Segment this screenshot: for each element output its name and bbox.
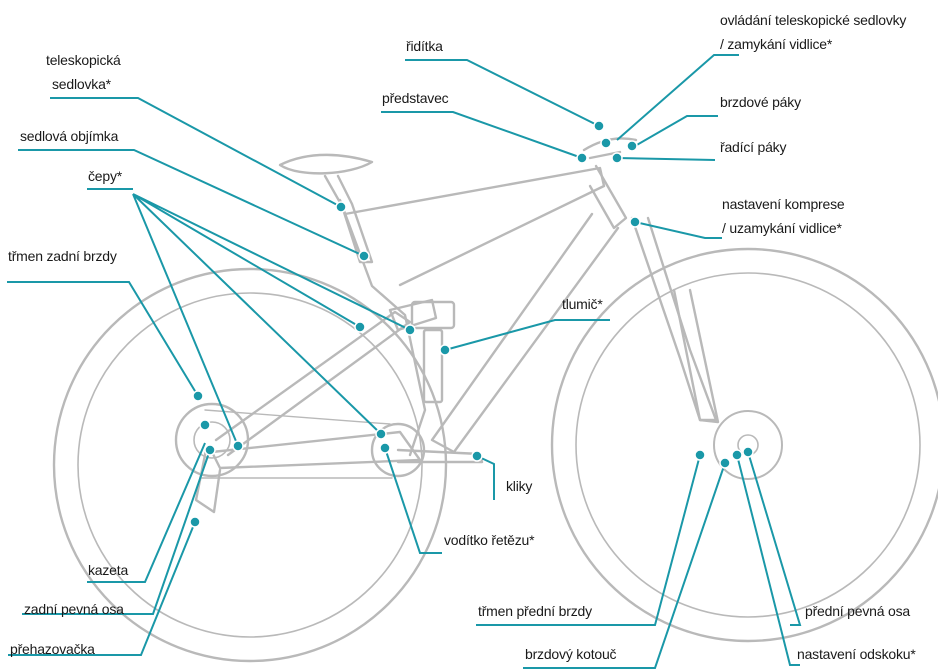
dot-handlebar [593, 120, 605, 132]
label-dropper-line1: ovládání teleskopické sedlovky [720, 12, 907, 28]
cassette-drawing [174, 402, 250, 478]
dot-rear-caliper [192, 390, 204, 402]
leader-rear-caliper [7, 281, 199, 397]
dot-rear-axle [204, 444, 216, 456]
rear-tire [52, 267, 448, 663]
front-tire [550, 247, 938, 643]
label-front-caliper: třmen přední brzdy [478, 603, 592, 619]
fork-lower [672, 288, 720, 424]
leader-cranks [476, 455, 495, 500]
leader-stem [381, 111, 583, 159]
label-seatpost-line1: teleskopická [46, 52, 121, 68]
label-cassette: kazeta [88, 562, 129, 578]
down-tube [430, 212, 620, 454]
label-compression-line2: / uzamykání vidlice* [722, 220, 842, 236]
dot-chain-guide [379, 442, 391, 454]
label-seatpost-line2: sedlovka* [52, 76, 111, 92]
leader-seatpost [50, 97, 342, 208]
front-rotor [713, 410, 783, 480]
shock-body [410, 300, 456, 330]
bike-drawing [52, 137, 938, 663]
leader-rear-axle [22, 449, 211, 615]
leader-dropper [616, 54, 739, 141]
top-tube [343, 166, 606, 287]
dot-compression [629, 216, 641, 228]
label-shock: tlumič* [562, 296, 603, 312]
chainring [370, 422, 426, 478]
label-rebound: nastavení odskoku* [797, 646, 916, 662]
leader-shifters [616, 157, 716, 161]
dot-seat-clamp [358, 250, 370, 262]
label-shifters: řadící páky [720, 139, 787, 155]
chainstay [210, 430, 422, 470]
label-chain-guide: vodítko řetězu* [444, 532, 535, 548]
label-dropper-line2: / zamykání vidlice* [720, 36, 833, 52]
leader-brake-levers [634, 115, 718, 147]
chain [199, 409, 393, 479]
dot-cranks [471, 450, 483, 462]
label-pivots: čepy* [88, 168, 123, 184]
leader-derailleur [8, 521, 196, 656]
leader-chain-guide [384, 447, 442, 554]
dot-front-axle [742, 446, 754, 458]
leader-shock [444, 319, 610, 351]
leader-compression [634, 221, 722, 239]
saddle [278, 153, 374, 175]
dot-dropper [600, 137, 612, 149]
leader-pivots [87, 188, 411, 447]
leader-lines [7, 54, 802, 669]
front-rim [575, 272, 921, 618]
dot-shock [439, 344, 451, 356]
label-front-axle: přední pevná osa [805, 603, 910, 619]
rear-rim [77, 292, 423, 638]
dot-front-caliper [694, 449, 706, 461]
seatpost [323, 174, 374, 264]
label-rear-caliper: třmen zadní brzdy [8, 248, 117, 264]
label-cranks: kliky [506, 478, 533, 494]
leader-dots [189, 120, 754, 528]
label-seat-clamp: sedlová objímka [20, 128, 119, 144]
label-rear-axle: zadní pevná osa [24, 601, 124, 617]
label-compression-line1: nastavení komprese [722, 196, 845, 212]
dot-pivot-3 [232, 440, 244, 452]
dot-derailleur [189, 516, 201, 528]
label-handlebar: řidítka [406, 38, 443, 54]
leader-rebound [736, 454, 800, 666]
dot-pivot-4 [375, 428, 387, 440]
label-stem: představec [382, 90, 449, 106]
dot-shifters [611, 152, 623, 164]
dot-rotor [719, 457, 731, 469]
dot-brake-levers [626, 140, 638, 152]
leader-front-caliper [476, 454, 701, 626]
label-brake-levers: brzdové páky [720, 94, 801, 110]
label-derailleur: přehazovačka [10, 641, 95, 657]
dot-pivot-2 [404, 324, 416, 336]
shock-shaft [422, 328, 444, 404]
dot-stem [576, 152, 588, 164]
leader-front-axle [747, 451, 802, 626]
head-tube [588, 164, 628, 230]
dot-rebound [731, 449, 743, 461]
fork-stanchion [630, 216, 718, 422]
cassette-inner [193, 421, 231, 459]
leader-cassette [87, 442, 206, 583]
leader-rotor [523, 462, 726, 669]
leader-seat-clamp [18, 149, 365, 257]
label-rotor: brzdový kotouč [525, 646, 617, 662]
dot-pivot-1 [354, 321, 366, 333]
dot-seatpost [335, 201, 347, 213]
dot-cassette [199, 419, 211, 431]
leader-handlebar [405, 59, 600, 127]
seatstay [214, 310, 412, 457]
